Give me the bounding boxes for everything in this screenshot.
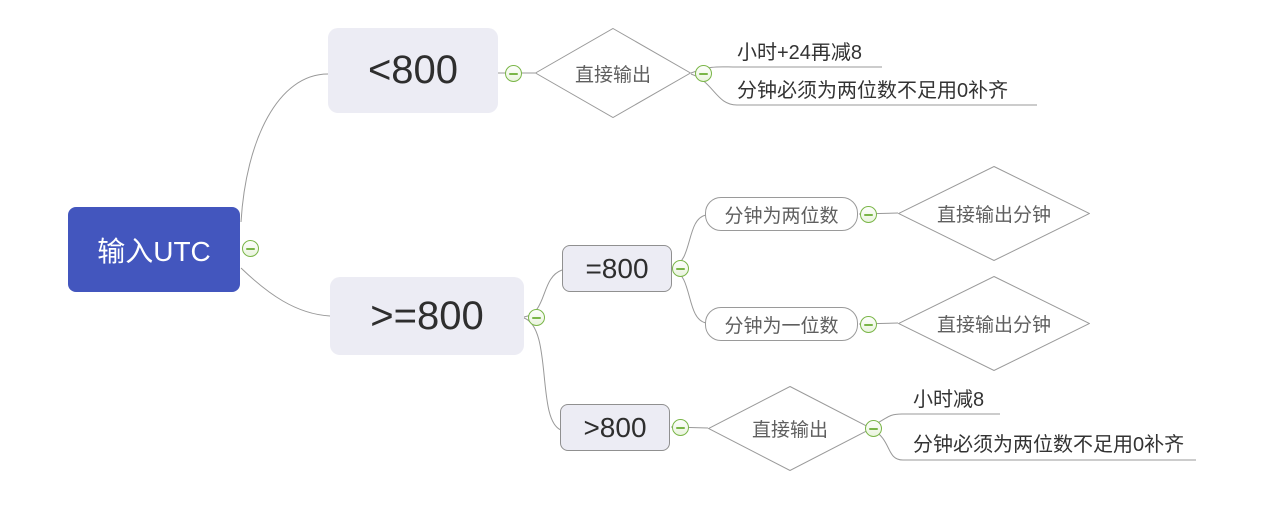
node-label: 小时+24再减8 [737, 42, 863, 64]
node-label: 直接输出 [574, 64, 651, 86]
minus-circle-icon[interactable] [695, 65, 712, 82]
diamond-shape [898, 166, 1090, 261]
node-label: 分钟必须为两位数不足用0补齐 [737, 80, 1009, 102]
diamond-shape [898, 276, 1090, 371]
connector-root-ge800 [240, 267, 331, 317]
diamond-shape [535, 28, 691, 118]
minus-circle-icon[interactable] [672, 260, 689, 277]
node-label: >=800 [370, 293, 484, 338]
minus-circle-icon[interactable] [505, 65, 522, 82]
node-ge800[interactable]: >=800 [330, 277, 524, 355]
minus-circle-icon[interactable] [860, 206, 877, 223]
connector-decision-note-top1 [690, 66, 882, 74]
node-note-pad-minutes-bottom[interactable]: 分钟必须为两位数不足用0补齐 [913, 433, 1184, 457]
node-decision-output-minutes-1[interactable]: 直接输出分钟 [898, 166, 1090, 261]
node-label: 直接输出分钟 [936, 315, 1051, 336]
minus-bar [699, 72, 708, 75]
node-label: 分钟为一位数 [724, 315, 839, 337]
minus-bar [676, 426, 685, 429]
node-note-hours-plus24[interactable]: 小时+24再减8 [737, 41, 862, 65]
node-label: 直接输出 [751, 420, 828, 441]
node-decision-output-minutes-2[interactable]: 直接输出分钟 [898, 276, 1090, 371]
diamond-shape [708, 386, 872, 471]
connector-ge800-eq800 [523, 269, 563, 318]
node-label: 分钟必须为两位数不足用0补齐 [913, 434, 1185, 456]
minus-bar [676, 267, 685, 270]
node-lt800[interactable]: <800 [328, 28, 498, 113]
minus-bar [509, 72, 518, 75]
minus-circle-icon[interactable] [860, 316, 877, 333]
node-label: 输入UTC [97, 235, 211, 267]
node-note-hours-minus8[interactable]: 小时减8 [913, 388, 984, 412]
minus-bar [532, 316, 541, 319]
node-label: 小时减8 [913, 389, 985, 411]
node-gt800[interactable]: >800 [560, 404, 670, 451]
connector-ge800-gt800 [523, 317, 562, 431]
node-decision-gt800[interactable]: 直接输出 [708, 386, 872, 471]
node-label: 直接输出分钟 [936, 205, 1051, 226]
node-decision-lt800[interactable]: 直接输出 [535, 28, 691, 118]
minus-bar [864, 323, 873, 326]
connector-eq800-case2 [672, 268, 707, 324]
node-root-input-utc[interactable]: 输入UTC [68, 207, 240, 292]
node-label: >800 [583, 411, 647, 443]
node-eq800[interactable]: =800 [562, 245, 672, 292]
minus-bar [246, 247, 255, 250]
minus-circle-icon[interactable] [865, 420, 882, 437]
node-case-one-digit-minutes[interactable]: 分钟为一位数 [705, 307, 858, 341]
node-label: 分钟为两位数 [724, 205, 839, 227]
minus-circle-icon[interactable] [672, 419, 689, 436]
node-label: <800 [367, 48, 459, 92]
connector-decision-note-bottom1 [871, 413, 1000, 427]
node-case-two-digit-minutes[interactable]: 分钟为两位数 [705, 197, 858, 231]
minus-bar [869, 427, 878, 430]
node-label: =800 [585, 252, 649, 284]
minus-circle-icon[interactable] [528, 309, 545, 326]
minus-circle-icon[interactable] [242, 240, 259, 257]
minus-bar [864, 213, 873, 216]
node-note-pad-minutes-top[interactable]: 分钟必须为两位数不足用0补齐 [737, 79, 1008, 103]
connector-root-lt800 [240, 73, 329, 223]
